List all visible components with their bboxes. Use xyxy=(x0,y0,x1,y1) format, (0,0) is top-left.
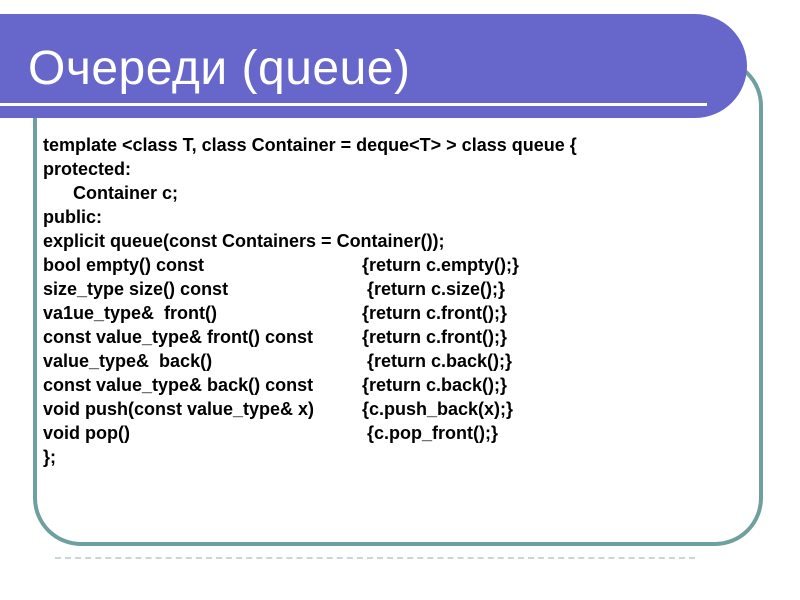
code-line: explicit queue(const Containers = Contai… xyxy=(43,229,743,253)
code-block: template <class T, class Container = deq… xyxy=(43,133,743,469)
code-line-right: {return c.size();} xyxy=(362,279,506,299)
code-line-left: bool empty() const xyxy=(43,255,204,275)
code-line: protected: xyxy=(43,157,743,181)
code-line-right: {return c.back();} xyxy=(362,351,513,371)
code-line-left: template <class T, class Container = deq… xyxy=(43,135,577,155)
code-line: Container c; xyxy=(43,181,743,205)
code-line: size_type size() const {return c.size();… xyxy=(43,277,743,301)
code-line-right: {c.pop_front();} xyxy=(362,423,498,443)
code-line-left: Container c; xyxy=(43,183,179,203)
code-line-right: {return c.front();} xyxy=(362,303,507,323)
code-line-right: {return c.back();} xyxy=(362,375,508,395)
code-line-right: {return c.empty();} xyxy=(362,255,520,275)
code-line-left: va1ue_type& front() xyxy=(43,303,218,323)
code-line-left: const value_type& back() const xyxy=(43,375,314,395)
code-line: template <class T, class Container = deq… xyxy=(43,133,743,157)
code-line: public: xyxy=(43,205,743,229)
title-bar: Очереди (queue) xyxy=(0,14,747,118)
slide-title: Очереди (queue) xyxy=(28,42,411,95)
code-line-left: value_type& back() xyxy=(43,351,213,371)
code-line: bool empty() const {return c.empty();} xyxy=(43,253,743,277)
code-line: }; xyxy=(43,445,743,469)
code-line: const value_type& front() const {return … xyxy=(43,325,743,349)
code-line-left: }; xyxy=(43,447,56,467)
code-line: void push(const value_type& x) {c.push_b… xyxy=(43,397,743,421)
code-line-left: void pop() xyxy=(43,423,130,443)
code-line-left: const value_type& front() const xyxy=(43,327,314,347)
code-line-left: void push(const value_type& x) xyxy=(43,399,315,419)
code-line: va1ue_type& front() {return c.front();} xyxy=(43,301,743,325)
code-line: value_type& back() {return c.back();} xyxy=(43,349,743,373)
code-line-left: public: xyxy=(43,207,102,227)
code-line-left: size_type size() const xyxy=(43,279,229,299)
code-line: const value_type& back() const {return c… xyxy=(43,373,743,397)
code-line-right: {return c.front();} xyxy=(362,327,507,347)
frame-shadow-line xyxy=(55,557,695,559)
code-line-left: explicit queue(const Containers = Contai… xyxy=(43,231,445,251)
title-underline xyxy=(0,103,707,106)
code-line-right: {c.push_back(x);} xyxy=(362,399,514,419)
code-line-left: protected: xyxy=(43,159,132,179)
code-line: void pop() {c.pop_front();} xyxy=(43,421,743,445)
